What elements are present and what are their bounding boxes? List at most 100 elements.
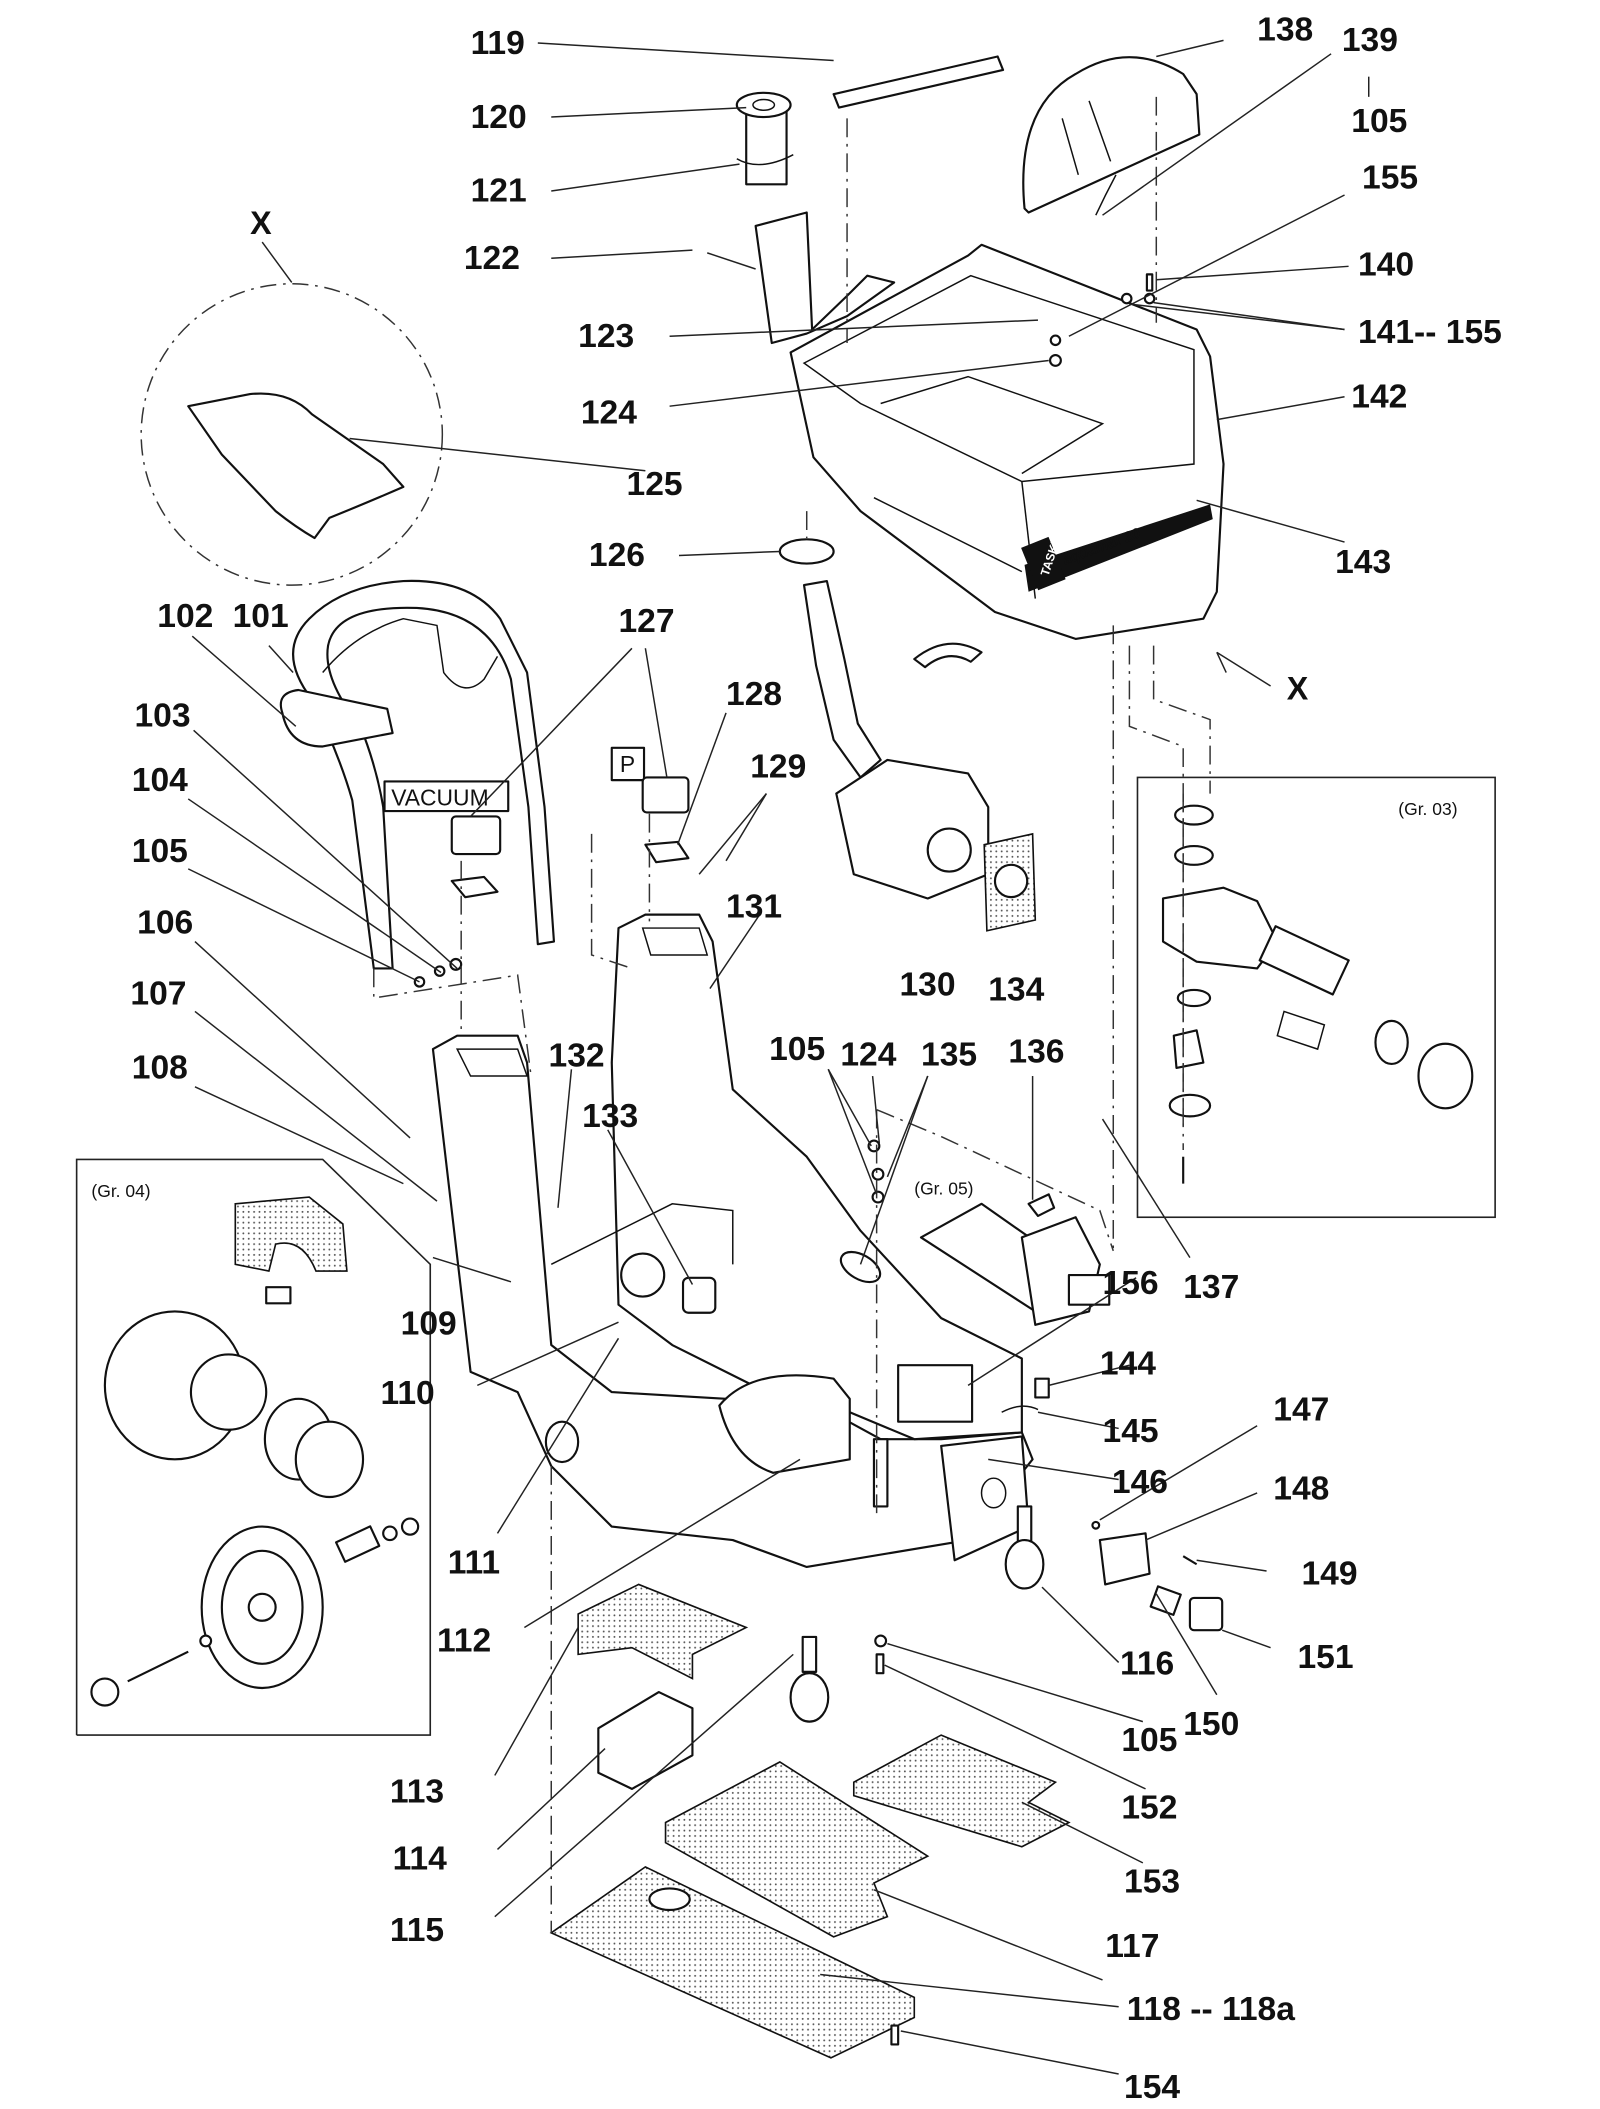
column-pin xyxy=(872,1438,889,1508)
callout-121: 121 xyxy=(471,173,527,210)
callout-148: 148 xyxy=(1273,1471,1329,1508)
pump-label-box xyxy=(610,746,646,782)
group-03-box: (Gr. 03) xyxy=(1136,776,1496,1219)
chassis-right-column xyxy=(610,913,1023,1441)
washer-105b xyxy=(871,1190,885,1204)
group-04-frame xyxy=(75,1158,432,1736)
callout-127: 127 xyxy=(618,603,674,640)
callout-118: 118 -- 118a xyxy=(1127,1991,1295,2028)
callout-144: 144 xyxy=(1100,1346,1156,1383)
detail-view-x: X xyxy=(140,205,444,586)
screw-149 xyxy=(1182,1555,1198,1566)
callout-155: 155 xyxy=(1362,159,1418,196)
callout-156: 156 xyxy=(1103,1265,1159,1302)
filter-cartridge xyxy=(1258,925,1350,996)
filler-neck-123 xyxy=(754,211,896,345)
callout-150: 150 xyxy=(1183,1706,1239,1743)
rear-socket-panel xyxy=(940,1435,1030,1562)
detail-marker-x-arrow: X xyxy=(1287,670,1309,706)
nut-103 xyxy=(449,957,463,971)
callout-110: 110 xyxy=(381,1375,435,1412)
callout-125: 125 xyxy=(627,466,683,503)
callout-113: 113 xyxy=(390,1773,444,1810)
callout-105-pump: 105 xyxy=(769,1031,825,1068)
wheel-bolt xyxy=(127,1650,189,1683)
fitting-144 xyxy=(1034,1377,1050,1399)
callout-130: 130 xyxy=(899,966,955,1003)
taski-logo-block xyxy=(1021,536,1066,591)
callout-131: 131 xyxy=(726,888,782,925)
cord-hook-part xyxy=(279,688,394,748)
filler-cap-120 xyxy=(735,91,792,119)
caster-stem-116 xyxy=(1016,1505,1033,1543)
handle-assembly: VACUUM P xyxy=(279,579,690,988)
foam-pad-153 xyxy=(852,1734,1071,1848)
callout-103: 103 xyxy=(134,697,190,734)
carbon-brush-part xyxy=(265,1286,292,1305)
wheel-bolt-washer xyxy=(199,1634,213,1648)
filler-cap-hole xyxy=(752,98,776,112)
callout-143: 143 xyxy=(1335,544,1391,581)
callout-141-155: 141-- 155 xyxy=(1358,314,1502,351)
separator-130 xyxy=(835,758,990,900)
foam-pad-117 xyxy=(664,1761,930,1938)
elbow-fitting-136 xyxy=(1027,1193,1056,1217)
group-03-label: (Gr. 03) xyxy=(1398,799,1457,819)
ballast-block-114 xyxy=(597,1690,694,1790)
callout-140: 140 xyxy=(1358,247,1414,284)
wheel-washer-b xyxy=(400,1517,420,1536)
motor-cradle xyxy=(718,1374,851,1474)
pump-switch xyxy=(641,776,690,814)
bottom-plate-hole xyxy=(648,1887,691,1912)
callout-115: 115 xyxy=(390,1912,444,1949)
callout-107: 107 xyxy=(130,976,186,1013)
connector-133 xyxy=(681,1276,717,1314)
switch-seal-127a xyxy=(450,875,499,899)
left-column-top xyxy=(455,1048,529,1077)
foam-pad-113 xyxy=(577,1583,749,1680)
callout-138: 138 xyxy=(1257,11,1313,48)
callout-129: 129 xyxy=(750,748,806,785)
screw-154 xyxy=(890,2024,900,2046)
filter-screen xyxy=(1276,1010,1326,1051)
detail-marker-x: X xyxy=(250,205,272,241)
vacuum-switch xyxy=(450,815,502,856)
callout-139: 139 xyxy=(1342,22,1398,59)
callout-142: 142 xyxy=(1351,379,1407,416)
callout-105-handle: 105 xyxy=(132,833,188,870)
pump-label: P xyxy=(620,751,635,777)
mount-clamp xyxy=(1168,1093,1212,1118)
callout-152: 152 xyxy=(1121,1789,1177,1826)
switch-seal-128 xyxy=(644,840,690,864)
washer-105d xyxy=(874,1634,888,1648)
assembly-axis-lines xyxy=(373,96,1211,1933)
tank-badge-stripe xyxy=(1024,504,1213,592)
leader-lines xyxy=(187,39,1370,2075)
callout-134: 134 xyxy=(988,972,1044,1009)
washer-135 xyxy=(867,1139,881,1153)
tank-lid-138 xyxy=(1022,56,1201,214)
socket-plate-148 xyxy=(1098,1532,1151,1586)
callout-147: 147 xyxy=(1273,1391,1329,1428)
washer-124 xyxy=(1049,354,1062,367)
callout-102: 102 xyxy=(157,598,213,635)
group-04-label: (Gr. 04) xyxy=(91,1181,150,1201)
flange-gasket-b xyxy=(1174,844,1214,866)
group-04-box: (Gr. 04) xyxy=(75,1158,432,1736)
callout-154: 154 xyxy=(1124,2069,1180,2106)
grommet-126 xyxy=(778,538,835,565)
caster-115 xyxy=(789,1672,830,1723)
filter-cap xyxy=(1417,1042,1474,1110)
wheel-cap-nut xyxy=(90,1677,120,1707)
plug-150 xyxy=(1149,1585,1182,1616)
caster-116 xyxy=(1004,1538,1045,1590)
callout-116: 116 xyxy=(1120,1646,1174,1683)
chassis-inner-ledge xyxy=(550,1203,734,1265)
wheel-hub xyxy=(247,1592,277,1622)
deflector-arc xyxy=(913,642,983,669)
handle-cross-wire xyxy=(322,617,499,689)
callout-122: 122 xyxy=(464,240,520,277)
callout-124-pump: 124 xyxy=(840,1036,896,1073)
tank-opening xyxy=(802,274,1195,483)
lid-cord-139 xyxy=(1095,174,1117,216)
